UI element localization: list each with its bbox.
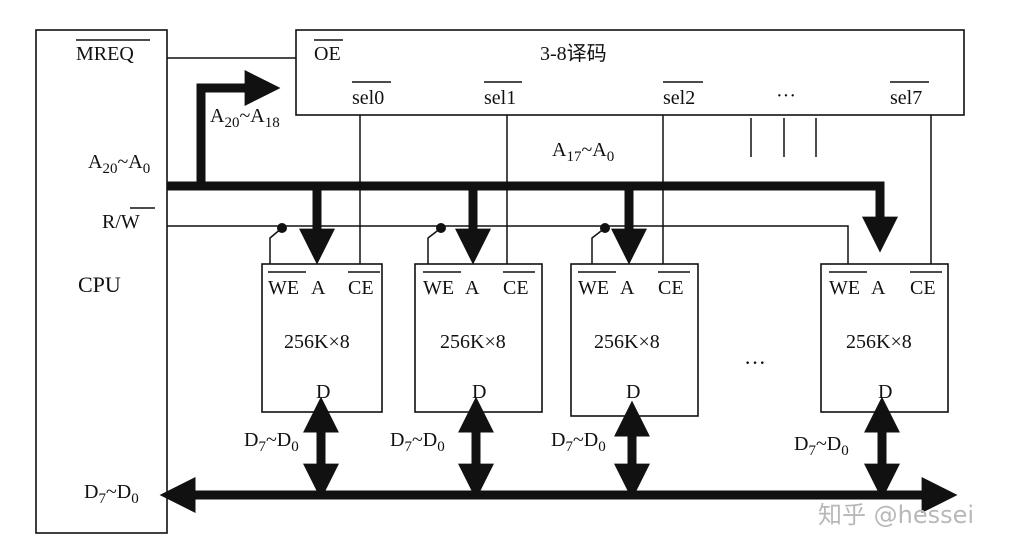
chip-we-label: WE [268, 277, 299, 299]
junction-dot [277, 223, 287, 233]
high-address-label: A20~A18 [210, 105, 280, 131]
decoder-oe-label: OE [314, 43, 341, 65]
chip-we-label: WE [578, 277, 609, 299]
chip-ce-label: CE [658, 277, 684, 299]
chip-body [820, 263, 949, 413]
chip-we-label: WE [829, 277, 860, 299]
chip-we-wire [427, 227, 442, 264]
chip-size-label: 256K×8 [440, 331, 506, 353]
high-address-bus-arrow [196, 70, 281, 188]
decoder-output-sel7: sel7 [890, 87, 922, 109]
chip-dbus-label: D7~D0 [244, 429, 299, 455]
memory-chip-3: WE A CE 256K×8 D D7~D0 [551, 115, 699, 500]
decoder-output-sel0: sel0 [352, 87, 384, 109]
chip-ellipsis: ··· [744, 350, 766, 375]
chip-size-label: 256K×8 [284, 331, 350, 353]
decoder-output-sel1: sel1 [484, 87, 516, 109]
chip-size-label: 256K×8 [594, 331, 660, 353]
chip-data-label: D [472, 381, 486, 403]
chip-dbus-label: D7~D0 [794, 433, 849, 459]
decoder-output-ellipsis: ··· [776, 85, 796, 107]
address-bus [167, 181, 898, 253]
cpu-addr-label: A20~A0 [88, 151, 150, 177]
watermark: 知乎 @hessei [818, 501, 974, 529]
decoder-title: 3-8译码 [540, 42, 607, 65]
memory-chip-4: WE A CE 256K×8 D D7~D0 [794, 115, 949, 500]
chip-addr-label: A [311, 277, 326, 299]
cpu-label: CPU [78, 272, 121, 297]
chip-size-label: 256K×8 [846, 331, 912, 353]
chip-data-label: D [626, 381, 640, 403]
chip-ce-label: CE [910, 277, 936, 299]
cpu-block [35, 29, 168, 534]
memory-chip-1: WE A CE 256K×8 D D7~D0 [244, 115, 383, 500]
junction-dot [600, 223, 610, 233]
chip-addr-label: A [871, 277, 886, 299]
chip-body [261, 263, 383, 413]
chip-dbus-label: D7~D0 [551, 429, 606, 455]
decoder-output-sel2: sel2 [663, 87, 695, 109]
mreq-label: MREQ [76, 43, 134, 65]
cpu-data-label: D7~D0 [84, 481, 139, 507]
chip-we-wire [591, 227, 606, 264]
chip-dbus-label: D7~D0 [390, 429, 445, 455]
chip-ce-label: CE [348, 277, 374, 299]
memory-chip-2: WE A CE 256K×8 D D7~D0 [390, 115, 543, 500]
chip-addr-label: A [465, 277, 480, 299]
chip-data-label: D [878, 381, 892, 403]
chip-body [570, 263, 699, 417]
rw-wire [167, 225, 849, 264]
chip-data-label: D [316, 381, 330, 403]
rw-label: R/W [102, 211, 140, 233]
low-address-label: A17~A0 [552, 139, 614, 165]
chip-ce-label: CE [503, 277, 529, 299]
junction-dot [436, 223, 446, 233]
decoder-block [295, 29, 965, 116]
chip-we-wire [269, 227, 283, 264]
chip-we-label: WE [423, 277, 454, 299]
chip-addr-label: A [620, 277, 635, 299]
